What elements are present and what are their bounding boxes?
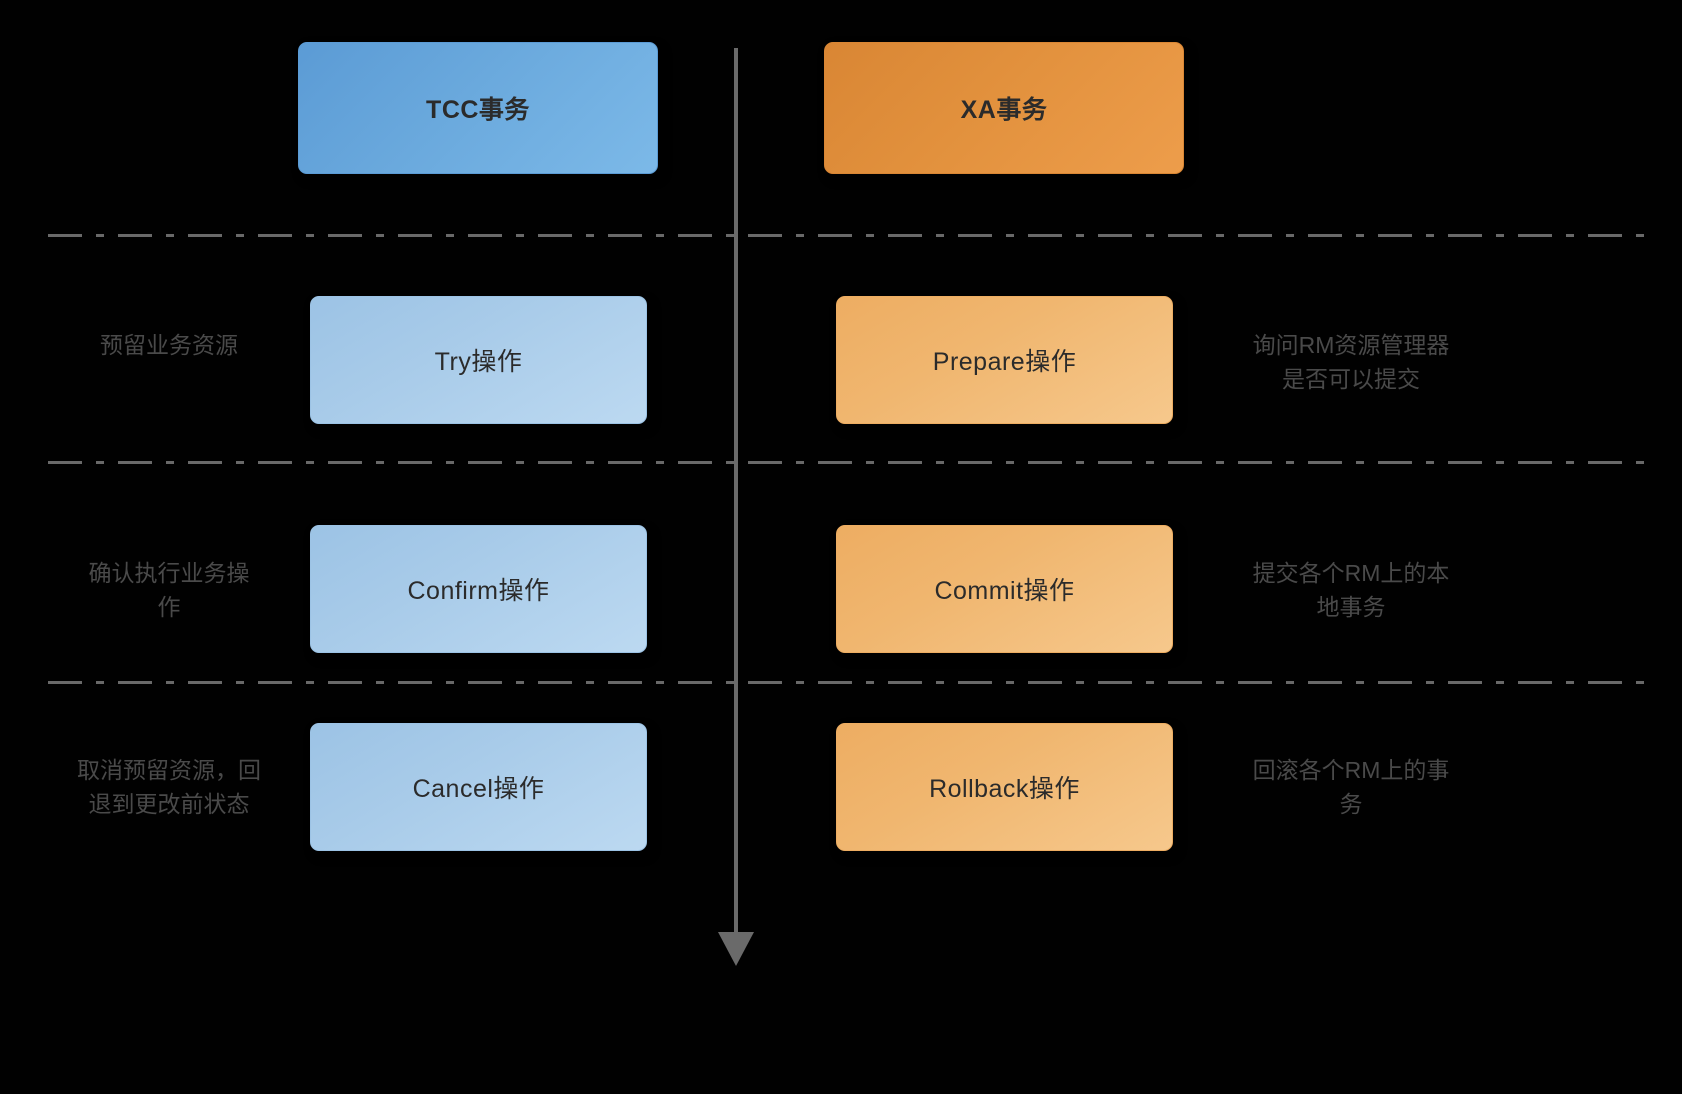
note-left-try: 预留业务资源 <box>100 332 238 358</box>
box-confirm-operation[interactable]: Confirm操作 <box>310 525 647 653</box>
flow-axis-arrowhead-icon <box>718 932 754 966</box>
note-right-commit: 提交各个RM上的本 地事务 <box>1252 560 1450 620</box>
section-divider-2 <box>48 461 1652 464</box>
note-right-rollback: 回滚各个RM上的事 务 <box>1252 757 1450 817</box>
note-left-confirm: 确认执行业务操 作 <box>88 560 250 620</box>
box-prepare-operation[interactable]: Prepare操作 <box>836 296 1173 424</box>
box-commit-operation[interactable]: Commit操作 <box>836 525 1173 653</box>
section-divider-3 <box>48 681 1652 684</box>
column-header-xa[interactable]: XA事务 <box>824 42 1184 174</box>
box-rollback-operation[interactable]: Rollback操作 <box>836 723 1173 851</box>
box-cancel-operation[interactable]: Cancel操作 <box>310 723 647 851</box>
note-left-cancel: 取消预留资源，回 退到更改前状态 <box>77 757 261 817</box>
section-divider-1 <box>48 234 1652 237</box>
flow-axis-line <box>734 48 738 948</box>
note-right-prepare: 询问RM资源管理器 是否可以提交 <box>1252 332 1450 392</box>
column-header-tcc[interactable]: TCC事务 <box>298 42 658 174</box>
box-try-operation[interactable]: Try操作 <box>310 296 647 424</box>
